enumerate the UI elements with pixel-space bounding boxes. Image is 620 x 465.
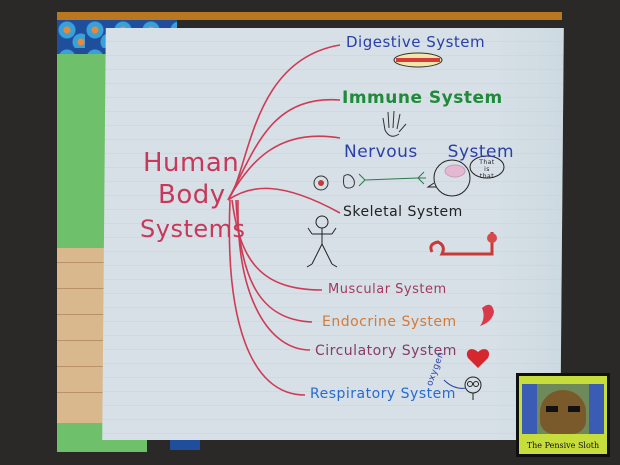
speech-bubble-text: That is that: [479, 159, 495, 180]
flexed-arm-icon: [429, 232, 497, 256]
brain-head-icon: [426, 159, 471, 197]
hand-icon: [382, 110, 407, 137]
oxygen-arrow: [443, 379, 467, 389]
chart-title-systems: Systems: [140, 215, 246, 243]
branch-skeletal-system: Skeletal System: [343, 204, 463, 220]
branch-muscular-system: Muscular System: [328, 282, 447, 297]
watermark-label: The Pensive Sloth: [526, 441, 600, 450]
blog-watermark: The Pensive Sloth: [516, 373, 610, 457]
chart-title-human: Human: [143, 148, 240, 178]
endocrine-gland-icon: [480, 304, 494, 326]
neuron-icon: [358, 171, 426, 187]
branch-nervous-system: Nervous System: [344, 142, 515, 162]
branch-circulatory-system: Circulatory System: [315, 343, 457, 359]
sloth-image: [522, 384, 604, 434]
branch-respiratory-system: Respiratory System: [310, 386, 456, 402]
skeleton-icon: [306, 215, 338, 268]
eye-icon: [313, 175, 329, 191]
bulletin-board-border: [57, 12, 562, 20]
branch-immune-system: Immune System: [342, 88, 503, 108]
chart-title-body: Body: [158, 180, 226, 210]
heart-icon: [466, 349, 490, 368]
branch-digestive-system: Digestive System: [346, 33, 486, 51]
branch-endocrine-system: Endocrine System: [322, 314, 457, 330]
respiratory-face-icon: [464, 376, 482, 400]
fist-icon: [343, 174, 355, 189]
side-worksheet: [57, 248, 105, 423]
speech-bubble: [469, 155, 505, 179]
sandwich-icon: [393, 52, 443, 68]
